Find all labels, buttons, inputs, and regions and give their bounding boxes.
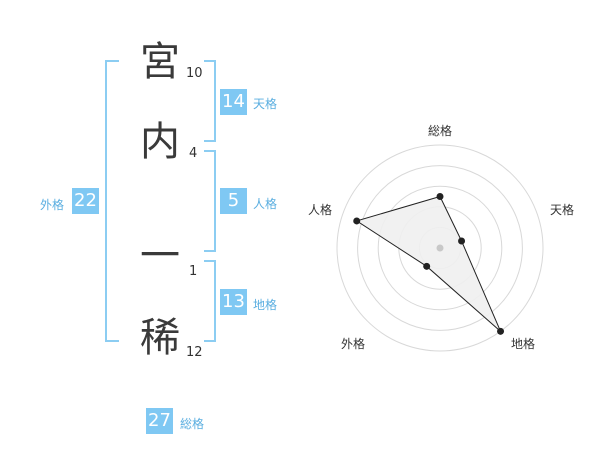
radar-axis-label-tenkaku: 天格: [550, 203, 575, 217]
tenkaku-label: 天格: [253, 97, 278, 111]
radar-point-4: [353, 217, 361, 225]
gaikaku-bracket: [105, 60, 119, 342]
radar-center-dot: [436, 244, 444, 252]
soukaku-value-badge: 27: [146, 408, 173, 434]
name-char-2: 内: [140, 119, 180, 165]
radar-point-2: [497, 327, 505, 335]
jinkaku-value-badge: 5: [220, 188, 247, 214]
stroke-count-4: 12: [186, 345, 203, 360]
radar-axis-label-jinkaku: 人格: [308, 203, 333, 217]
jinkaku-bracket: [204, 150, 216, 252]
chikaku-bracket: [204, 260, 216, 342]
radar-point-1: [458, 237, 466, 245]
jinkaku-label: 人格: [253, 197, 278, 211]
name-char-1: 宮: [140, 39, 180, 85]
stroke-count-3: 1: [189, 264, 198, 279]
radar-grid-ring: [377, 185, 503, 311]
radar-grid-ring: [336, 144, 544, 352]
gaikaku-label: 外格: [40, 198, 65, 212]
stroke-count-1: 10: [186, 66, 203, 81]
chikaku-label: 地格: [253, 298, 278, 312]
gaikaku-value-badge: 22: [72, 188, 99, 214]
tenkaku-value-badge: 14: [220, 89, 247, 115]
radar-grid-ring: [357, 165, 523, 331]
radar-axis-label-gaikaku: 外格: [341, 337, 366, 351]
tenkaku-bracket: [204, 60, 216, 142]
chikaku-value-badge: 13: [220, 289, 247, 315]
radar-chart: [336, 144, 544, 352]
radar-point-0: [436, 193, 444, 200]
radar-axis-label-chikaku: 地格: [511, 337, 536, 351]
soukaku-label: 総格: [180, 417, 205, 431]
stroke-count-2: 4: [189, 146, 198, 161]
radar-axis-label-soukaku: 総格: [428, 124, 453, 138]
name-char-3: 一: [140, 233, 180, 279]
radar-point-3: [423, 262, 431, 270]
name-char-4: 稀: [140, 315, 180, 361]
